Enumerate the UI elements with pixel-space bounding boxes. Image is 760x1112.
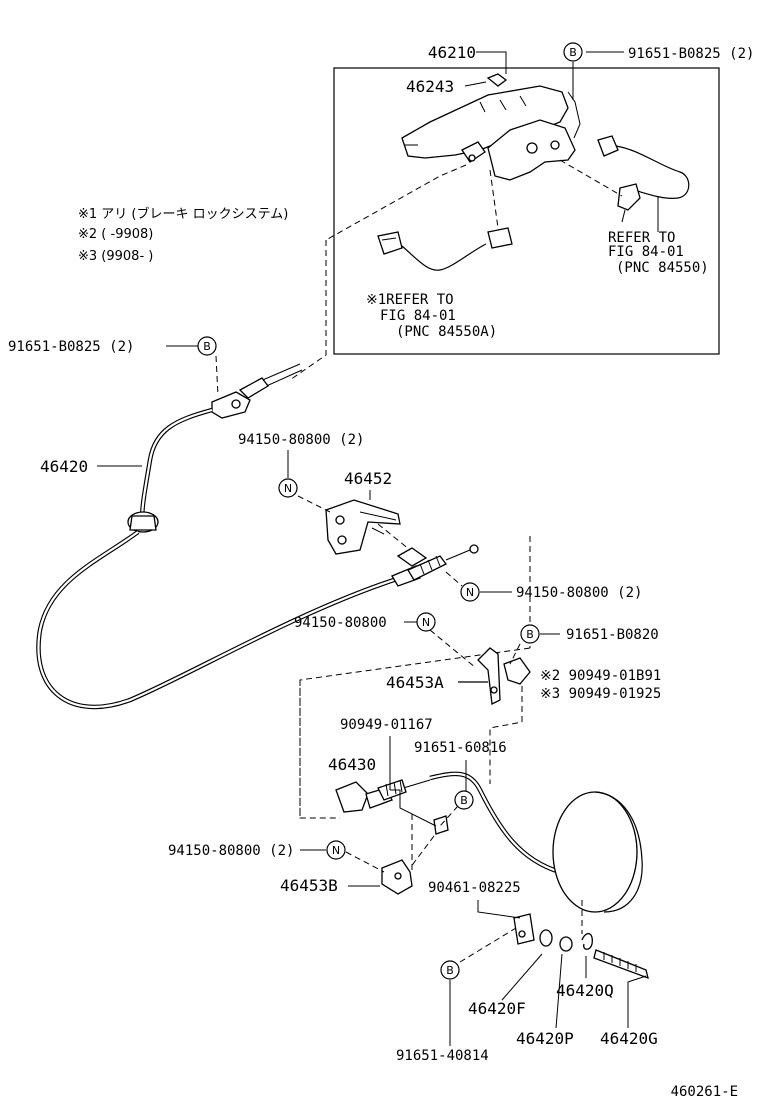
svg-text:B: B [446,964,454,977]
svg-text:B: B [460,794,468,807]
brake-drum [552,791,643,913]
ref2-line-b: FIG 84-01 [380,308,456,324]
label-46453b: 46453B [280,876,338,895]
bracket-46453b [381,815,449,895]
label-bolt-91651-40814: 91651-40814 [396,1048,489,1064]
badge-b-top: B [563,42,583,62]
svg-text:N: N [332,844,340,857]
badge-n-1: N [278,478,298,498]
label-bolt-91651-60816: 91651-60816 [414,740,507,756]
inset-leader-line [289,240,327,381]
ref1-line-c: (PNC 84550) [616,260,709,276]
bracket-46452 [325,499,401,555]
label-46452: 46452 [344,469,392,488]
label-46453a: 46453A [386,673,444,692]
label-clip-n3: ※3 90949-01925 [540,686,661,702]
badge-n-3: N [416,612,436,632]
label-46420f: 46420F [468,999,526,1018]
label-clip-90949-01167: 90949-01167 [340,717,433,733]
figure-id: 460261-E [671,1084,738,1100]
badge-b-bottom: B [440,960,460,980]
label-46420q: 46420Q [556,981,614,1000]
label-nut-94150-2a: 94150-80800 (2) [238,432,364,448]
label-left-bolt: 91651-B0825 (2) [8,339,134,355]
label-top-bolt: 91651-B0825 (2) [628,46,754,62]
badges: B B N N N B B N B [197,42,583,980]
leader-lines [97,51,647,1046]
ref2-line-c: (PNC 84550A) [396,324,497,340]
label-46243: 46243 [406,77,454,96]
label-nut-94150-2b: 94150-80800 (2) [516,585,642,601]
label-46420: 46420 [40,457,88,476]
badge-n-4: N [326,840,346,860]
label-46420g: 46420G [600,1029,658,1048]
svg-text:B: B [526,628,534,641]
bracket-46453a [477,647,531,705]
svg-text:B: B [569,46,577,59]
note-1: ※1 アリ (ブレーキ ロックシステム) [78,206,288,222]
svg-text:B: B [203,340,211,353]
note-3: ※3 (9908- ) [78,249,153,264]
small-parts-bottom [513,913,649,980]
label-nut-94150: 94150-80800 [294,615,387,631]
svg-text:N: N [284,482,292,495]
label-bolt-91651-b0820: 91651-B0820 [566,627,659,643]
badge-n-2: N [460,582,480,602]
label-46420p: 46420P [516,1029,574,1048]
badge-b-mid: B [520,624,540,644]
ref1-line-a: REFER TO [608,230,675,246]
lever-assembly-inset [325,60,720,355]
label-nut-94150-2c: 94150-80800 (2) [168,843,294,859]
ref2-line-a: ※1REFER TO [366,292,454,308]
svg-text:N: N [422,616,430,629]
cable-equalizer [396,544,479,581]
label-46210: 46210 [428,43,476,62]
label-clip-n2: ※2 90949-01B91 [540,668,661,684]
labels: 46210 91651-B0825 (2) 46243 ※1 アリ (ブレーキ … [8,43,754,1100]
label-46430: 46430 [328,755,376,774]
svg-text:N: N [466,586,474,599]
ref1-line-b: FIG 84-01 [608,244,684,260]
badge-b-left: B [197,336,217,356]
note-2: ※2 ( -9908) [78,227,153,242]
label-clamp-90461: 90461-08225 [428,880,521,896]
badge-b-center: B [454,790,474,810]
